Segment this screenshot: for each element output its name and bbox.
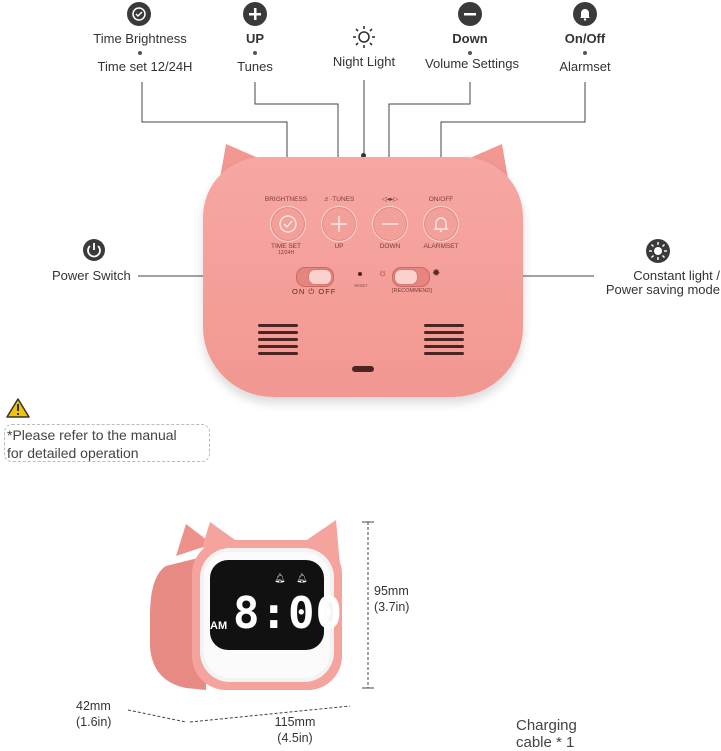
- brightness-button[interactable]: [270, 206, 306, 242]
- tunes-label: Tunes: [237, 59, 273, 74]
- up-label: UP: [245, 31, 265, 46]
- sun-bright-icon: ✹: [432, 268, 441, 279]
- power-saving-label: Power saving mode: [605, 282, 720, 297]
- brightness-label: Time Brightness: [93, 31, 187, 46]
- clock-back-view: [203, 157, 523, 397]
- plus-icon: [331, 216, 347, 232]
- down-label: Down: [452, 31, 488, 46]
- clock-front-view: [150, 520, 342, 690]
- clock-check-icon: [279, 215, 297, 233]
- accessory-line-1: Charging: [516, 717, 577, 734]
- alarm-bell-icon: 🔔︎: [296, 573, 308, 583]
- speaker-vent: [424, 338, 464, 341]
- clock-time-display: 8:00: [233, 588, 343, 639]
- power-icon: ⏻: [308, 287, 316, 296]
- up-button[interactable]: [321, 206, 357, 242]
- bullet-dot: [583, 51, 587, 55]
- night-light-sensor: [361, 153, 366, 158]
- height-mm: 95mm: [374, 584, 409, 598]
- note-line-1: *Please refer to the manual: [7, 427, 177, 443]
- power-switch-label: Power Switch: [52, 268, 131, 283]
- bullet-dot: [468, 51, 472, 55]
- depth-mm: 42mm: [76, 699, 111, 713]
- device-alarmset-label: ALARMSET: [423, 243, 459, 250]
- recommend-label: [RECOMMEND]: [392, 288, 432, 294]
- depth-in: (1.6in): [76, 715, 112, 729]
- charging-port: [352, 366, 374, 372]
- alarm-bell-icon: 🔔︎: [274, 573, 286, 583]
- bell-icon: [433, 217, 449, 233]
- charging-cable-label: Charging cable * 1: [516, 717, 577, 751]
- width-in: (4.5in): [277, 731, 313, 745]
- onoff-label: On/Off: [564, 31, 606, 46]
- light-mode-switch[interactable]: [392, 267, 430, 287]
- device-up-label: UP: [334, 243, 344, 250]
- manual-note: *Please refer to the manual for detailed…: [4, 424, 210, 462]
- device-timeset-label: TIME SET: [271, 243, 301, 250]
- speaker-vent: [258, 331, 298, 334]
- alarmset-label: Alarmset: [559, 59, 611, 74]
- accessory-line-2: cable * 1: [516, 734, 575, 751]
- device-volume-label: ◁◂▸▷: [381, 196, 399, 203]
- minus-icon: [458, 2, 482, 26]
- reset-label: RESET: [354, 283, 368, 288]
- warning-icon: [6, 398, 30, 423]
- speaker-vent: [424, 331, 464, 334]
- speaker-vent: [258, 345, 298, 348]
- off-label: OFF: [318, 287, 337, 296]
- bullet-dot: [253, 51, 257, 55]
- power-icon: [82, 238, 106, 267]
- speaker-vent: [424, 352, 464, 355]
- speaker-vent: [424, 324, 464, 327]
- speaker-vent: [424, 345, 464, 348]
- switch-knob: [394, 269, 418, 285]
- sun-icon: [352, 25, 376, 54]
- down-button[interactable]: [372, 206, 408, 242]
- bell-icon: [573, 2, 597, 26]
- minus-icon: [382, 223, 398, 225]
- constant-light-label: Constant light /: [633, 268, 720, 283]
- clock-check-icon: [127, 2, 151, 26]
- speaker-vent: [258, 352, 298, 355]
- plus-icon: [243, 2, 267, 26]
- bullet-dot: [138, 51, 142, 55]
- device-down-label: DOWN: [379, 243, 401, 250]
- width-dimension: 115mm (4.5in): [260, 714, 330, 746]
- power-switch-caption: ON ⏻ OFF: [292, 287, 336, 297]
- switch-knob: [308, 269, 332, 285]
- timeset-label: Time set 12/24H: [97, 59, 193, 74]
- on-label: ON: [292, 287, 306, 296]
- device-brightness-label: BRIGHTNESS: [264, 196, 308, 203]
- volume-settings-label: Volume Settings: [425, 56, 519, 71]
- width-mm: 115mm: [274, 715, 316, 729]
- am-indicator: AM: [210, 620, 228, 632]
- depth-dimension: 42mm (1.6in): [76, 698, 111, 730]
- reset-hole[interactable]: [358, 272, 362, 276]
- speaker-vent: [258, 324, 298, 327]
- bright-sun-icon: [645, 238, 671, 269]
- alarm-button[interactable]: [423, 206, 459, 242]
- height-in: (3.7in): [374, 600, 410, 614]
- height-dimension: 95mm (3.7in): [374, 583, 409, 615]
- sun-outline-icon: ☼: [378, 268, 388, 279]
- power-switch[interactable]: [296, 267, 334, 287]
- speaker-vent: [258, 338, 298, 341]
- night-light-label: Night Light: [332, 54, 396, 69]
- device-tunes-label: ♬·TUNES: [323, 196, 355, 203]
- note-line-2: for detailed operation: [7, 445, 139, 461]
- device-timeset-sub-label: 12/24H: [277, 250, 295, 256]
- device-onoff-label: ON/OFF: [428, 196, 454, 203]
